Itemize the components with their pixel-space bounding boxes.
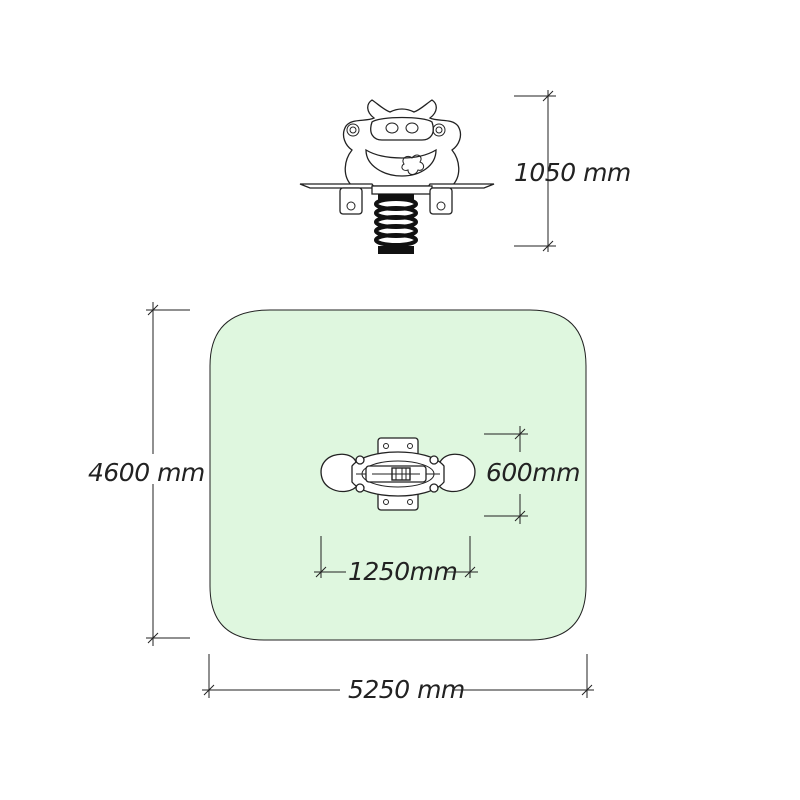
base-bolt-1 (383, 443, 389, 449)
base-bolt-3 (383, 499, 389, 505)
cow-muzzle (365, 148, 437, 177)
cow-eye-right (405, 122, 419, 134)
seat-base (371, 185, 433, 195)
right-bracket-bolt (436, 201, 446, 211)
spring (374, 194, 418, 254)
base-bolt-4 (407, 499, 413, 505)
unit-length-label: 1250mm (348, 557, 457, 586)
zone-width-label: 5250 mm (348, 675, 465, 704)
seat-handle-box (391, 467, 411, 481)
right-bracket (429, 187, 453, 215)
height-label: 1050 mm (514, 158, 631, 187)
base-bolt-2 (407, 443, 413, 449)
right-footrest (437, 453, 476, 493)
spring-rider-side-view (299, 99, 495, 254)
bolt-left-ear-inner (349, 126, 357, 134)
dimension-unit-length: 1250mm (314, 536, 478, 586)
left-bracket-bolt (346, 201, 356, 211)
knob-2 (355, 483, 365, 493)
cow-face (370, 116, 434, 141)
dimension-zone-depth: 4600 mm (88, 302, 205, 646)
bolt-right-ear (432, 123, 446, 137)
dimension-unit-width: 600mm (484, 426, 580, 524)
bolt-left-ear (346, 123, 360, 137)
dimension-height: 1050 mm (514, 90, 631, 252)
knob-4 (429, 483, 439, 493)
cow-eye-left (385, 122, 399, 134)
unit-width-label: 600mm (486, 458, 580, 487)
cow-mouth-flower (401, 154, 425, 175)
knob-1 (355, 455, 365, 465)
left-footrest (320, 453, 359, 493)
knob-3 (429, 455, 439, 465)
dimension-zone-width: 5250 mm (202, 654, 594, 704)
spring-rider-top-view (320, 437, 476, 511)
left-bracket (339, 187, 363, 215)
zone-depth-label: 4600 mm (88, 458, 205, 487)
bolt-right-ear-inner (435, 126, 443, 134)
